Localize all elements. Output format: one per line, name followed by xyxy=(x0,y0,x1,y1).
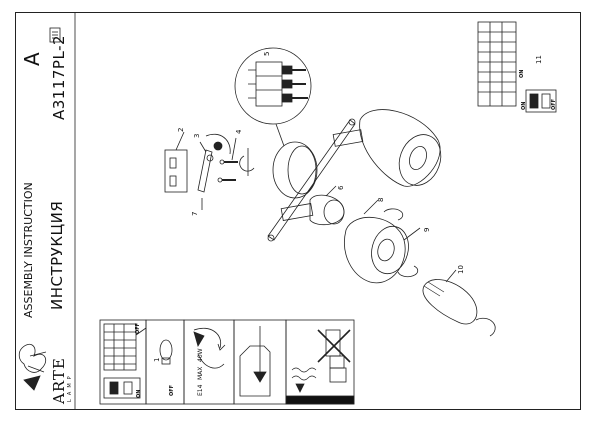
leader-8 xyxy=(363,199,379,215)
assembly-letter: A xyxy=(20,52,44,66)
bulb-wattage: 40W xyxy=(197,348,204,362)
leader-4 xyxy=(231,137,237,161)
no-water-icon xyxy=(285,329,355,405)
lower-socket xyxy=(280,194,345,226)
shade-fix-arrow xyxy=(397,265,419,278)
leader-3 xyxy=(199,141,207,153)
ceiling-mount-icon xyxy=(239,326,271,397)
callout-6: 6 xyxy=(337,185,345,190)
instruction-title-en: ASSEMBLY INSTRUCTION xyxy=(22,182,35,318)
switch-off-label-bottom: OFF xyxy=(169,384,175,396)
terminal-block-top-icon xyxy=(477,21,517,107)
brand-bird-logo xyxy=(18,343,47,391)
terminal-block-icon xyxy=(103,323,137,371)
mounting-bracket-icon xyxy=(197,149,214,193)
callout-4: 4 xyxy=(235,129,243,134)
switch-on-label-bottom: ON xyxy=(136,389,142,398)
bulb-socket-spec: E14 xyxy=(197,384,204,396)
panel-bulb-limit xyxy=(145,319,185,405)
upper-spotlight xyxy=(332,109,442,187)
instruction-title-ru: ИНСТРУКЦИЯ xyxy=(48,200,66,310)
leader-9 xyxy=(403,227,421,241)
candle-bulb xyxy=(422,279,478,325)
callout-5: 5 xyxy=(263,51,271,56)
bulb-max-label: MAX xyxy=(197,366,204,380)
callout-7: 7 xyxy=(191,211,199,216)
lower-shade xyxy=(344,216,409,284)
wall-switch-icon xyxy=(103,377,141,399)
wiring-leader-line xyxy=(275,123,285,147)
panel-bulb-rotate xyxy=(183,319,235,405)
callout-2: 2 xyxy=(177,127,185,132)
wiring-detail-circle xyxy=(234,47,312,125)
rotate-screw-hand-icon xyxy=(205,133,231,155)
bulb-icon xyxy=(159,339,173,365)
switch-on-label-top: ON xyxy=(519,69,525,78)
screw-icon xyxy=(217,159,238,183)
bulb-rotate-arrow xyxy=(475,317,496,337)
leader-2 xyxy=(175,131,185,151)
rotate-hand-icon xyxy=(193,327,226,369)
brand-name: ARTE xyxy=(50,357,68,404)
callout-8: 8 xyxy=(377,197,385,202)
lamp-canopy xyxy=(272,141,318,199)
switch-on-label-icon: ON xyxy=(521,101,527,110)
wiring-connector-icon xyxy=(248,61,308,107)
document-icon xyxy=(49,27,61,43)
callout-1: 1 xyxy=(153,357,161,362)
callout-10: 10 xyxy=(457,265,465,274)
callout-9: 9 xyxy=(423,227,431,232)
switch-off-label-icon: OFF xyxy=(551,98,557,110)
callout-3: 3 xyxy=(193,133,201,138)
sheet-border xyxy=(15,12,581,410)
brand-sub: LAMP xyxy=(67,372,73,402)
lamp-arm-bar xyxy=(267,118,356,242)
leader-10 xyxy=(445,269,457,283)
pointer-arrow-icon xyxy=(135,327,147,336)
wall-switch-top-icon xyxy=(525,89,557,113)
switch-off-label-panel: OFF xyxy=(135,322,141,334)
callout-11: 11 xyxy=(535,55,543,64)
model-code: A3117PL-2 xyxy=(50,34,68,120)
anchor-icon xyxy=(169,157,177,187)
leader-6 xyxy=(325,185,337,197)
rotate-arrow-icon xyxy=(239,155,255,172)
shade-rotate-arrow xyxy=(383,208,404,221)
